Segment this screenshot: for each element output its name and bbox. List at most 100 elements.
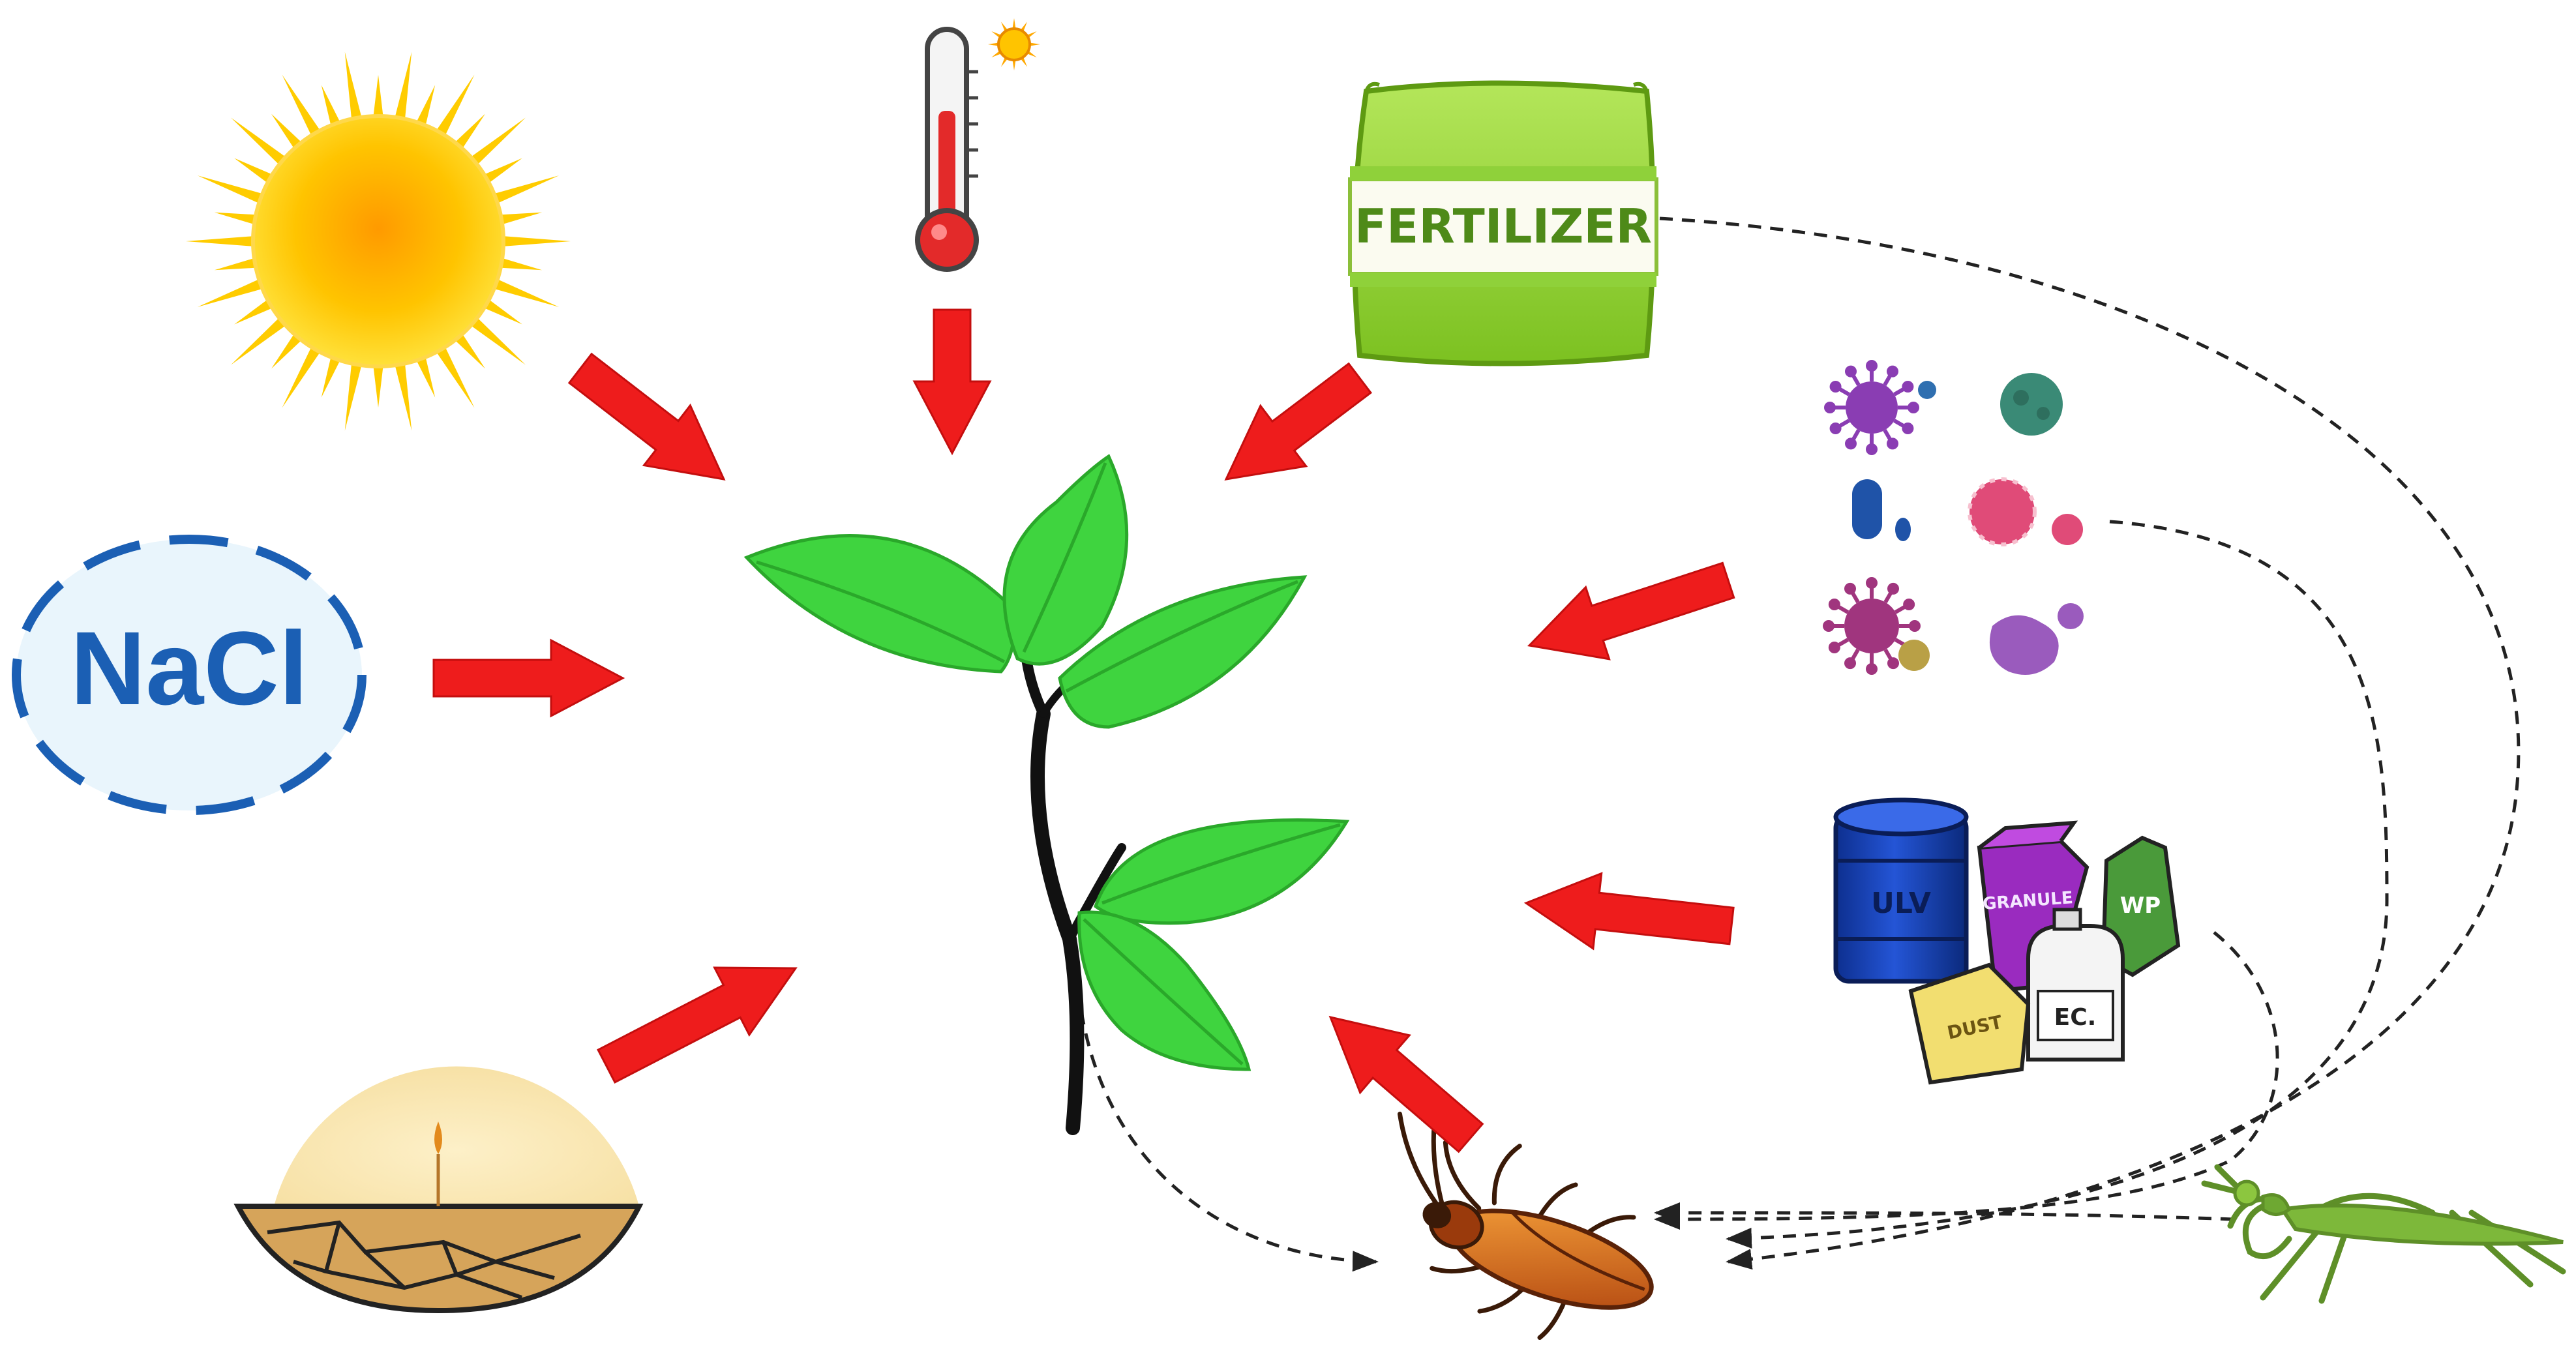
sun-ray — [271, 113, 305, 153]
sun-ray — [434, 74, 475, 140]
dashed-relations — [1074, 216, 2521, 1272]
virus-spike-tip — [1902, 423, 1914, 434]
virus-spike-tip — [1845, 438, 1857, 450]
virus-spike-tip — [1887, 582, 1899, 595]
sun-ray — [344, 359, 363, 431]
dry-cracked-soil-icon — [233, 1066, 644, 1314]
dust-bag: DUST — [1908, 962, 2031, 1085]
arrow-pathogens-to-plant — [1527, 561, 1735, 661]
microbe-dot-olive — [1898, 640, 1930, 671]
sun-ray — [231, 117, 290, 168]
microbes-icon — [1823, 360, 2084, 675]
plant-stem — [1030, 707, 1085, 1135]
arrow-pesticides-to-plant — [1523, 872, 1735, 951]
small-sun-ray — [1012, 58, 1016, 70]
leaf-mid-right — [1094, 818, 1350, 925]
sun-ray — [414, 85, 436, 130]
leaf-top-right — [1058, 575, 1308, 729]
virus-spike-tip — [1824, 402, 1836, 413]
ulv-barrel: ULV — [1833, 797, 1969, 984]
ec-label: EC. — [2054, 1004, 2097, 1031]
microbe-dot-blue — [1918, 381, 1936, 399]
virus-spike-tip — [1845, 365, 1857, 378]
sun-ray — [496, 256, 543, 271]
small-sun-ray — [988, 42, 1000, 46]
sun-ray — [231, 314, 290, 365]
microbe-blob-purple — [1989, 615, 2059, 675]
virus-spike-tip — [1903, 599, 1915, 610]
arrow-fertilizer-to-plant — [1224, 362, 1373, 481]
arrow-light-to-plant — [567, 352, 726, 481]
virus-spike-tip — [1887, 438, 1898, 450]
sun-ray — [234, 297, 277, 325]
sun-ray — [393, 52, 412, 124]
sun-ray — [489, 175, 560, 205]
ec-jug: EC. — [2026, 908, 2125, 1062]
fertilizer-label: FERTILIZER — [1355, 199, 1652, 254]
virus-spike-tip — [1887, 657, 1899, 670]
sun-ray — [414, 352, 436, 398]
dashed-microbes-to-insect — [1726, 520, 2389, 1249]
dashed-fertilizer-to-insect — [1659, 216, 2521, 1270]
arrow-insect-to-plant — [1328, 1015, 1484, 1153]
sun-ray — [344, 52, 363, 124]
pesticide-containers-icon: ULV GRANULE WP EC. DUST — [1833, 797, 2181, 1085]
sun-ray — [197, 277, 267, 307]
sun-ray — [393, 359, 412, 431]
sun-ray — [372, 361, 384, 408]
sun-ray — [321, 85, 342, 130]
ulv-label: ULV — [1871, 887, 1931, 920]
fertilizer-bag-icon: FERTILIZER — [1348, 80, 1658, 366]
sun-ray — [186, 235, 258, 247]
sun-ray — [496, 212, 543, 226]
thermometer-icon — [915, 18, 1040, 272]
sun-ray — [451, 113, 485, 153]
arrow-salinity-to-plant — [432, 638, 625, 718]
sun-ray — [479, 158, 522, 186]
virus-teal — [2000, 373, 2063, 436]
virus-spike-tip — [1823, 620, 1835, 632]
sun-ray — [271, 330, 305, 369]
sun-ray — [498, 235, 571, 247]
virus-spike-tip — [1909, 620, 1921, 632]
virus-spike-tip — [1902, 381, 1914, 393]
sun-ray — [479, 297, 522, 325]
sun-ray — [467, 117, 526, 168]
virus-spike-tip — [1828, 642, 1840, 653]
sun-ray — [372, 75, 384, 121]
virus-magenta — [1823, 577, 1921, 675]
sun-icon — [186, 52, 571, 431]
nacl-label: NaCl — [70, 610, 308, 726]
sun-ray — [214, 256, 261, 271]
virus-pink-small — [2052, 514, 2083, 545]
sun-ray — [451, 330, 485, 369]
virus-spike-tip — [1887, 365, 1898, 378]
virus-spike-tip — [1829, 423, 1842, 434]
arrow-temperature-to-plant — [912, 308, 992, 456]
virus-spike-tip — [1844, 657, 1856, 670]
plant-seedling-icon — [743, 454, 1350, 1135]
virus-spike-tip — [1866, 443, 1878, 455]
dashed-plant-to-insect — [1074, 945, 1379, 1272]
virus-spike-tip — [1866, 577, 1878, 589]
sun-ray — [434, 342, 475, 408]
sun-ray — [489, 277, 560, 307]
bacteria-small — [1895, 518, 1911, 541]
dashed-pesticide-to-insect — [1654, 931, 2279, 1230]
sun-ray — [214, 212, 261, 226]
virus-spike-tip — [1866, 663, 1878, 675]
microbe-dot-purple — [2058, 603, 2084, 629]
small-sun-ray — [1012, 18, 1016, 31]
virus-spike-tip — [1866, 360, 1878, 372]
virus-spike-tip — [1829, 381, 1842, 393]
sun-ray — [282, 342, 323, 408]
sun-ray — [321, 352, 342, 398]
cockroach-icon — [1397, 1103, 1654, 1340]
sun-ray — [197, 175, 267, 205]
nacl-bubble-icon: NaCl — [12, 535, 367, 815]
virus-spike-tip — [1828, 599, 1840, 610]
mantis-icon — [2201, 1164, 2566, 1304]
small-sun-icon — [988, 18, 1040, 70]
sun-ray — [467, 314, 526, 365]
